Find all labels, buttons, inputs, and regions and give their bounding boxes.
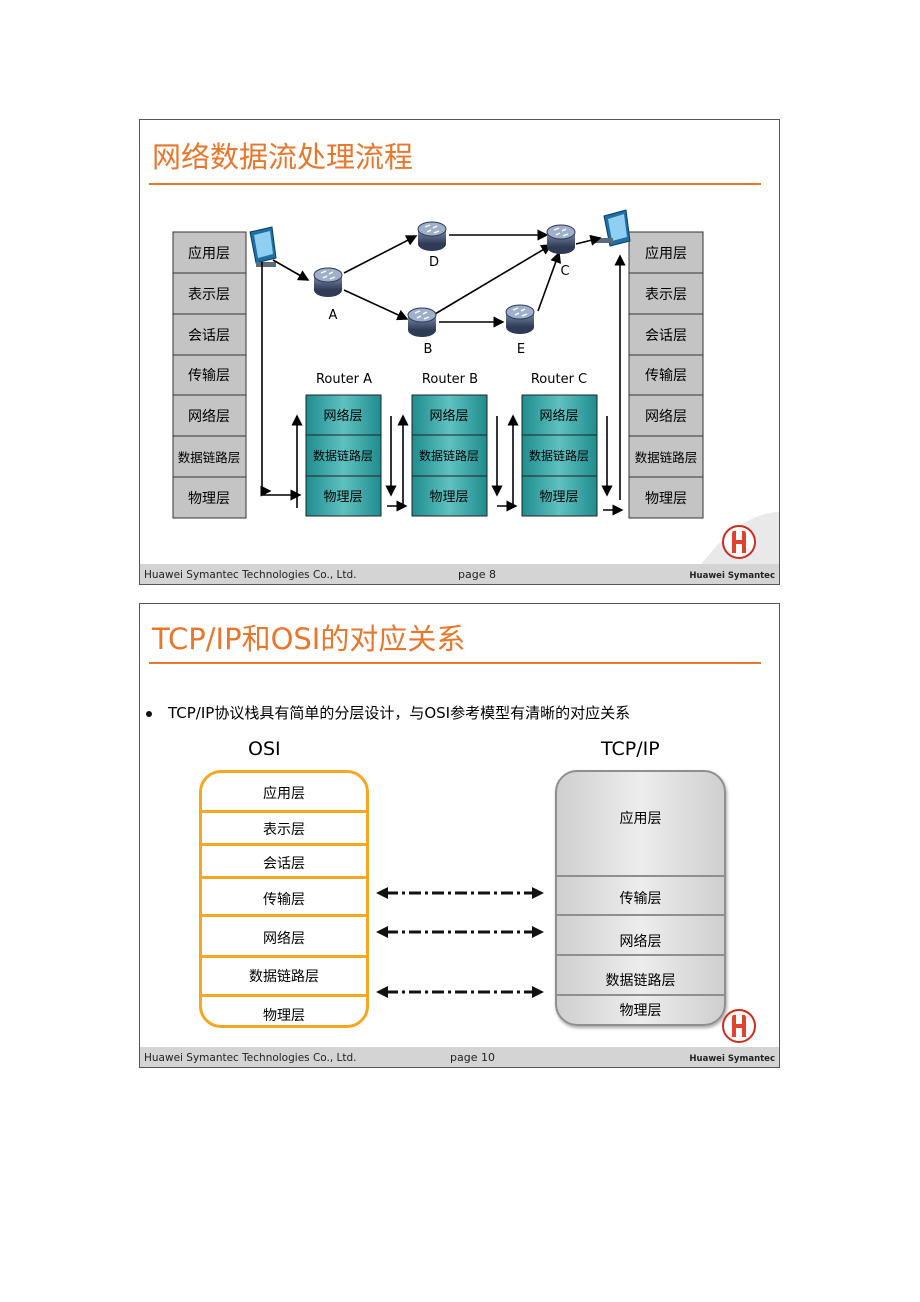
footer-company: Huawei Symantec Technologies Co., Ltd. bbox=[144, 569, 357, 581]
footer-brand: Huawei Symantec bbox=[689, 1054, 775, 1064]
router-icon-b bbox=[407, 307, 437, 337]
router-c-label: Router C bbox=[531, 372, 587, 387]
bullet-text: TCP/IP协议栈具有简单的分层设计，与OSI参考模型有清晰的对应关系 bbox=[168, 704, 631, 722]
osi-layer-datalink: 数据链路层 bbox=[249, 969, 319, 985]
right-layer-presentation: 表示层 bbox=[645, 287, 687, 303]
left-layer-session: 会话层 bbox=[188, 328, 230, 344]
datalink-correspondence-arrow bbox=[376, 986, 544, 998]
router-b-stack: 网络层 数据链路层 物理层 bbox=[411, 394, 488, 517]
router-c-network: 网络层 bbox=[539, 408, 578, 424]
router-icon-c bbox=[546, 224, 576, 254]
huawei-symantec-logo-icon bbox=[722, 525, 756, 559]
network-correspondence-arrow bbox=[376, 926, 544, 938]
osi-layer-transport: 传输层 bbox=[263, 892, 305, 908]
osi-layer-presentation: 表示层 bbox=[263, 822, 305, 838]
left-layer-application: 应用层 bbox=[188, 245, 230, 262]
title-divider bbox=[149, 183, 761, 185]
node-label-a: A bbox=[329, 308, 338, 323]
tcpip-layer-datalink: 数据链路层 bbox=[605, 973, 676, 989]
tcpip-layer-transport: 传输层 bbox=[619, 891, 662, 907]
router-b-physical: 物理层 bbox=[429, 490, 468, 505]
footer-brand: Huawei Symantec bbox=[689, 571, 775, 581]
right-layer-datalink: 数据链路层 bbox=[635, 450, 698, 465]
router-a-network: 网络层 bbox=[323, 408, 362, 424]
router-icon-e bbox=[505, 304, 535, 334]
router-a-datalink: 数据链路层 bbox=[313, 448, 373, 463]
slide-title: 网络数据流处理流程 bbox=[152, 140, 414, 174]
right-layer-transport: 传输层 bbox=[645, 368, 687, 384]
router-c-stack: 网络层 数据链路层 物理层 bbox=[521, 394, 598, 517]
slide-page-10: TCP/IP和OSI的对应关系 TCP/IP协议栈具有简单的分层设计，与OSI参… bbox=[139, 603, 780, 1068]
tcpip-model-column: 应用层 传输层 网络层 数据链路层 物理层 bbox=[555, 770, 726, 1026]
osi-layer-physical: 物理层 bbox=[263, 1008, 305, 1024]
left-layer-presentation: 表示层 bbox=[188, 287, 230, 303]
node-label-d: D bbox=[429, 255, 439, 270]
network-flow-diagram: 应用层 表示层 会话层 传输层 网络层 数据链路层 物理层 应用层 表示层 会话… bbox=[172, 209, 779, 566]
left-layer-datalink: 数据链路层 bbox=[178, 450, 241, 465]
title-divider bbox=[149, 662, 761, 664]
left-layer-transport: 传输层 bbox=[188, 368, 230, 384]
osi-layer-network: 网络层 bbox=[263, 931, 305, 947]
left-layer-network: 网络层 bbox=[188, 409, 230, 425]
router-b-label: Router B bbox=[422, 372, 478, 387]
footer-band bbox=[140, 1047, 779, 1067]
right-layer-network: 网络层 bbox=[645, 409, 687, 425]
router-c-datalink: 数据链路层 bbox=[529, 448, 589, 463]
right-layer-physical: 物理层 bbox=[645, 491, 687, 507]
bullet-dot bbox=[146, 711, 152, 717]
right-layer-session: 会话层 bbox=[645, 328, 687, 344]
osi-layer-session: 会话层 bbox=[263, 856, 305, 872]
osi-model-column: 应用层 表示层 会话层 传输层 网络层 数据链路层 物理层 bbox=[199, 770, 369, 1028]
footer-band bbox=[140, 564, 779, 584]
huawei-symantec-logo-icon bbox=[722, 1009, 756, 1043]
left-osi-stack: 应用层 表示层 会话层 传输层 网络层 数据链路层 物理层 bbox=[172, 231, 247, 519]
computer-icon-left bbox=[249, 226, 277, 267]
left-layer-physical: 物理层 bbox=[188, 491, 230, 507]
router-icon-a bbox=[313, 267, 343, 297]
slide-title: TCP/IP和OSI的对应关系 bbox=[152, 622, 466, 656]
node-label-b: B bbox=[424, 342, 433, 357]
tcpip-layer-application: 应用层 bbox=[619, 811, 662, 827]
node-label-e: E bbox=[517, 342, 525, 357]
tcpip-layer-physical: 物理层 bbox=[619, 1003, 662, 1019]
footer-page-number: page 10 bbox=[450, 1051, 495, 1064]
data-flow-arrows bbox=[260, 254, 626, 516]
osi-layer-application: 应用层 bbox=[263, 786, 305, 802]
transport-correspondence-arrow bbox=[376, 887, 544, 899]
node-label-c: C bbox=[560, 264, 569, 279]
tcpip-heading: TCP/IP bbox=[601, 738, 660, 760]
right-layer-application: 应用层 bbox=[645, 245, 687, 262]
router-a-physical: 物理层 bbox=[323, 490, 362, 505]
router-a-stack: 网络层 数据链路层 物理层 bbox=[305, 394, 382, 517]
osi-heading: OSI bbox=[248, 738, 281, 760]
footer-page-number: page 8 bbox=[458, 568, 496, 581]
router-a-label: Router A bbox=[316, 372, 372, 387]
right-osi-stack: 应用层 表示层 会话层 传输层 网络层 数据链路层 物理层 bbox=[628, 231, 704, 519]
router-icon-d bbox=[417, 221, 447, 251]
computer-icon-right bbox=[595, 209, 631, 247]
router-b-network: 网络层 bbox=[429, 408, 468, 424]
router-b-datalink: 数据链路层 bbox=[419, 448, 479, 463]
tcpip-layer-network: 网络层 bbox=[619, 934, 662, 950]
footer-company: Huawei Symantec Technologies Co., Ltd. bbox=[144, 1052, 357, 1064]
slide-page-8: 网络数据流处理流程 应用层 表示层 会话层 传输层 bbox=[139, 119, 780, 585]
router-c-physical: 物理层 bbox=[539, 490, 578, 505]
